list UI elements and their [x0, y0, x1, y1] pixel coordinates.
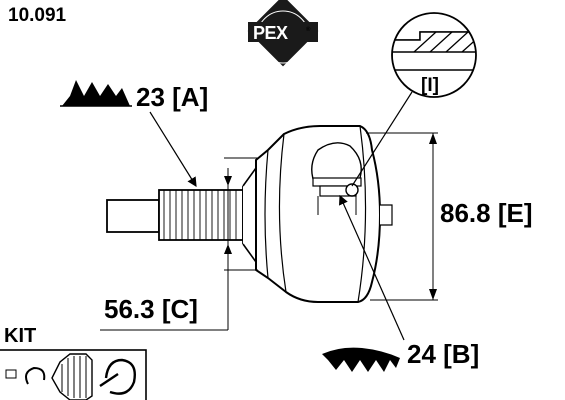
dimension-e-lines: [366, 132, 438, 301]
brand-registered-mark: ®: [306, 27, 311, 33]
brand-name: PEX: [253, 23, 288, 43]
detail-label: [I]: [421, 75, 439, 96]
dimension-c-label: 56.3 [C]: [104, 294, 198, 324]
external-spline-icon: [60, 80, 132, 107]
leader-a: [149, 111, 197, 188]
spline-shaft: [106, 165, 257, 265]
leader-b: [339, 194, 405, 341]
joint-housing: [255, 125, 393, 303]
dimension-a-label: 23 [A]: [136, 82, 209, 112]
kit-box: [0, 349, 147, 400]
part-number: 10.091: [8, 5, 67, 26]
detail-magnifier: [391, 12, 477, 98]
kit-label: KIT: [4, 325, 37, 347]
dimension-b-label: 24 [B]: [407, 339, 480, 369]
dimension-c-lines: [100, 157, 258, 331]
internal-spline-icon: [322, 347, 400, 372]
leader-detail-i: [351, 91, 413, 187]
dimension-e-label: 86.8 [E]: [440, 198, 533, 228]
